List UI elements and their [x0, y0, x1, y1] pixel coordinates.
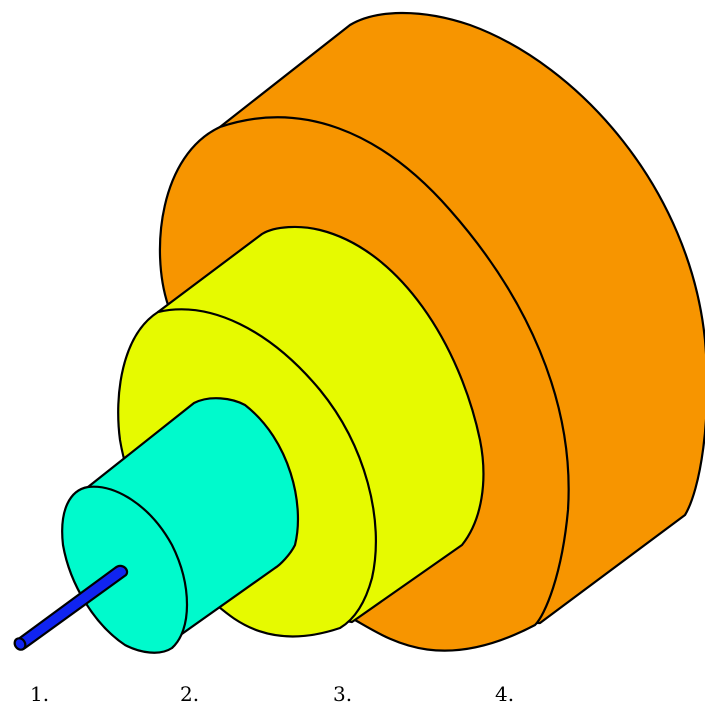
core-conductor-end — [13, 637, 27, 651]
layer-label-4: 4. — [495, 682, 515, 706]
layer-label-2: 2. — [180, 682, 200, 706]
layer-label-1: 1. — [30, 682, 50, 706]
core-conductor — [13, 564, 129, 651]
layer-label-3: 3. — [333, 682, 353, 706]
